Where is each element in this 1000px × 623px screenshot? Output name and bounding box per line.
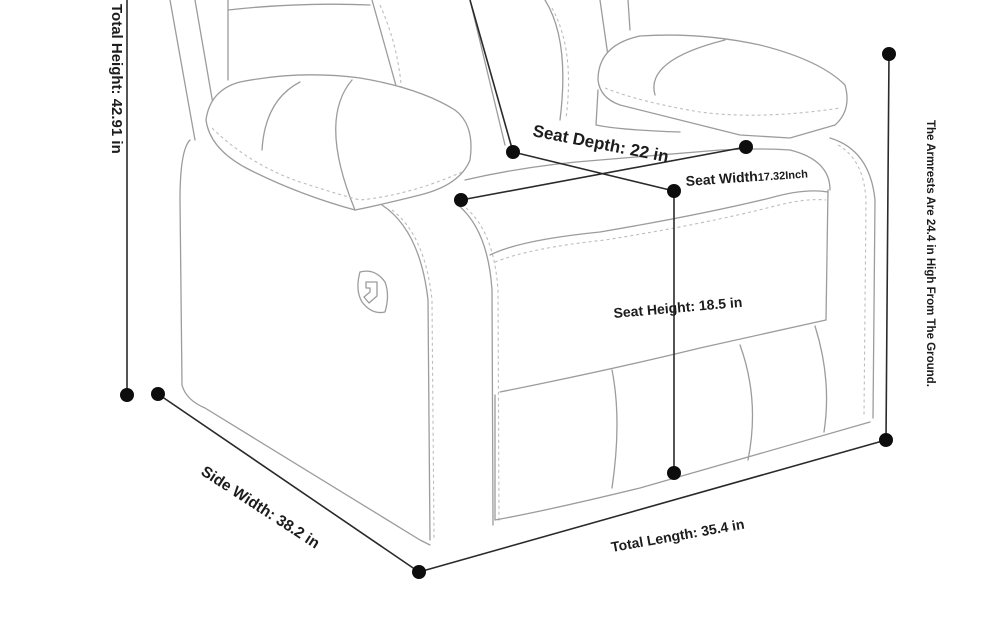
total-height-label: Total Height: 42.91 in xyxy=(108,4,125,154)
seat-height-label: Seat Height: 18.5 in xyxy=(613,294,743,321)
endpoint-dot xyxy=(667,184,681,198)
endpoint-dot xyxy=(412,565,426,579)
armrest-height-label: The Armrests Are 24.4 in High From The G… xyxy=(924,120,936,387)
recliner-chair-drawing xyxy=(169,0,876,546)
armrest-height-line xyxy=(885,53,890,441)
seat-depth-line xyxy=(512,151,675,192)
total-length-line xyxy=(418,439,887,573)
recline-handle-icon xyxy=(357,270,389,314)
seat-width-text: Seat Width xyxy=(685,168,758,189)
endpoint-dot xyxy=(454,193,468,207)
dimension-lines xyxy=(126,0,890,573)
seat-depth-guide-line xyxy=(469,0,514,153)
total-length-label: Total Length: 35.4 in xyxy=(610,516,746,555)
seat-width-value: 17.32Inch xyxy=(757,168,808,183)
endpoint-dot xyxy=(882,47,896,61)
endpoint-dot xyxy=(739,140,753,154)
endpoint-dot xyxy=(120,388,134,402)
endpoint-dot xyxy=(879,433,893,447)
dimension-endpoints xyxy=(120,47,896,579)
side-width-label: Side Width: 38.2 in xyxy=(198,463,323,552)
endpoint-dot xyxy=(151,387,165,401)
endpoint-dot xyxy=(506,145,520,159)
endpoint-dot xyxy=(667,466,681,480)
side-width-line xyxy=(157,393,420,573)
seat-width-label: Seat Width17.32Inch xyxy=(685,164,808,189)
seat-width-line xyxy=(460,146,747,201)
